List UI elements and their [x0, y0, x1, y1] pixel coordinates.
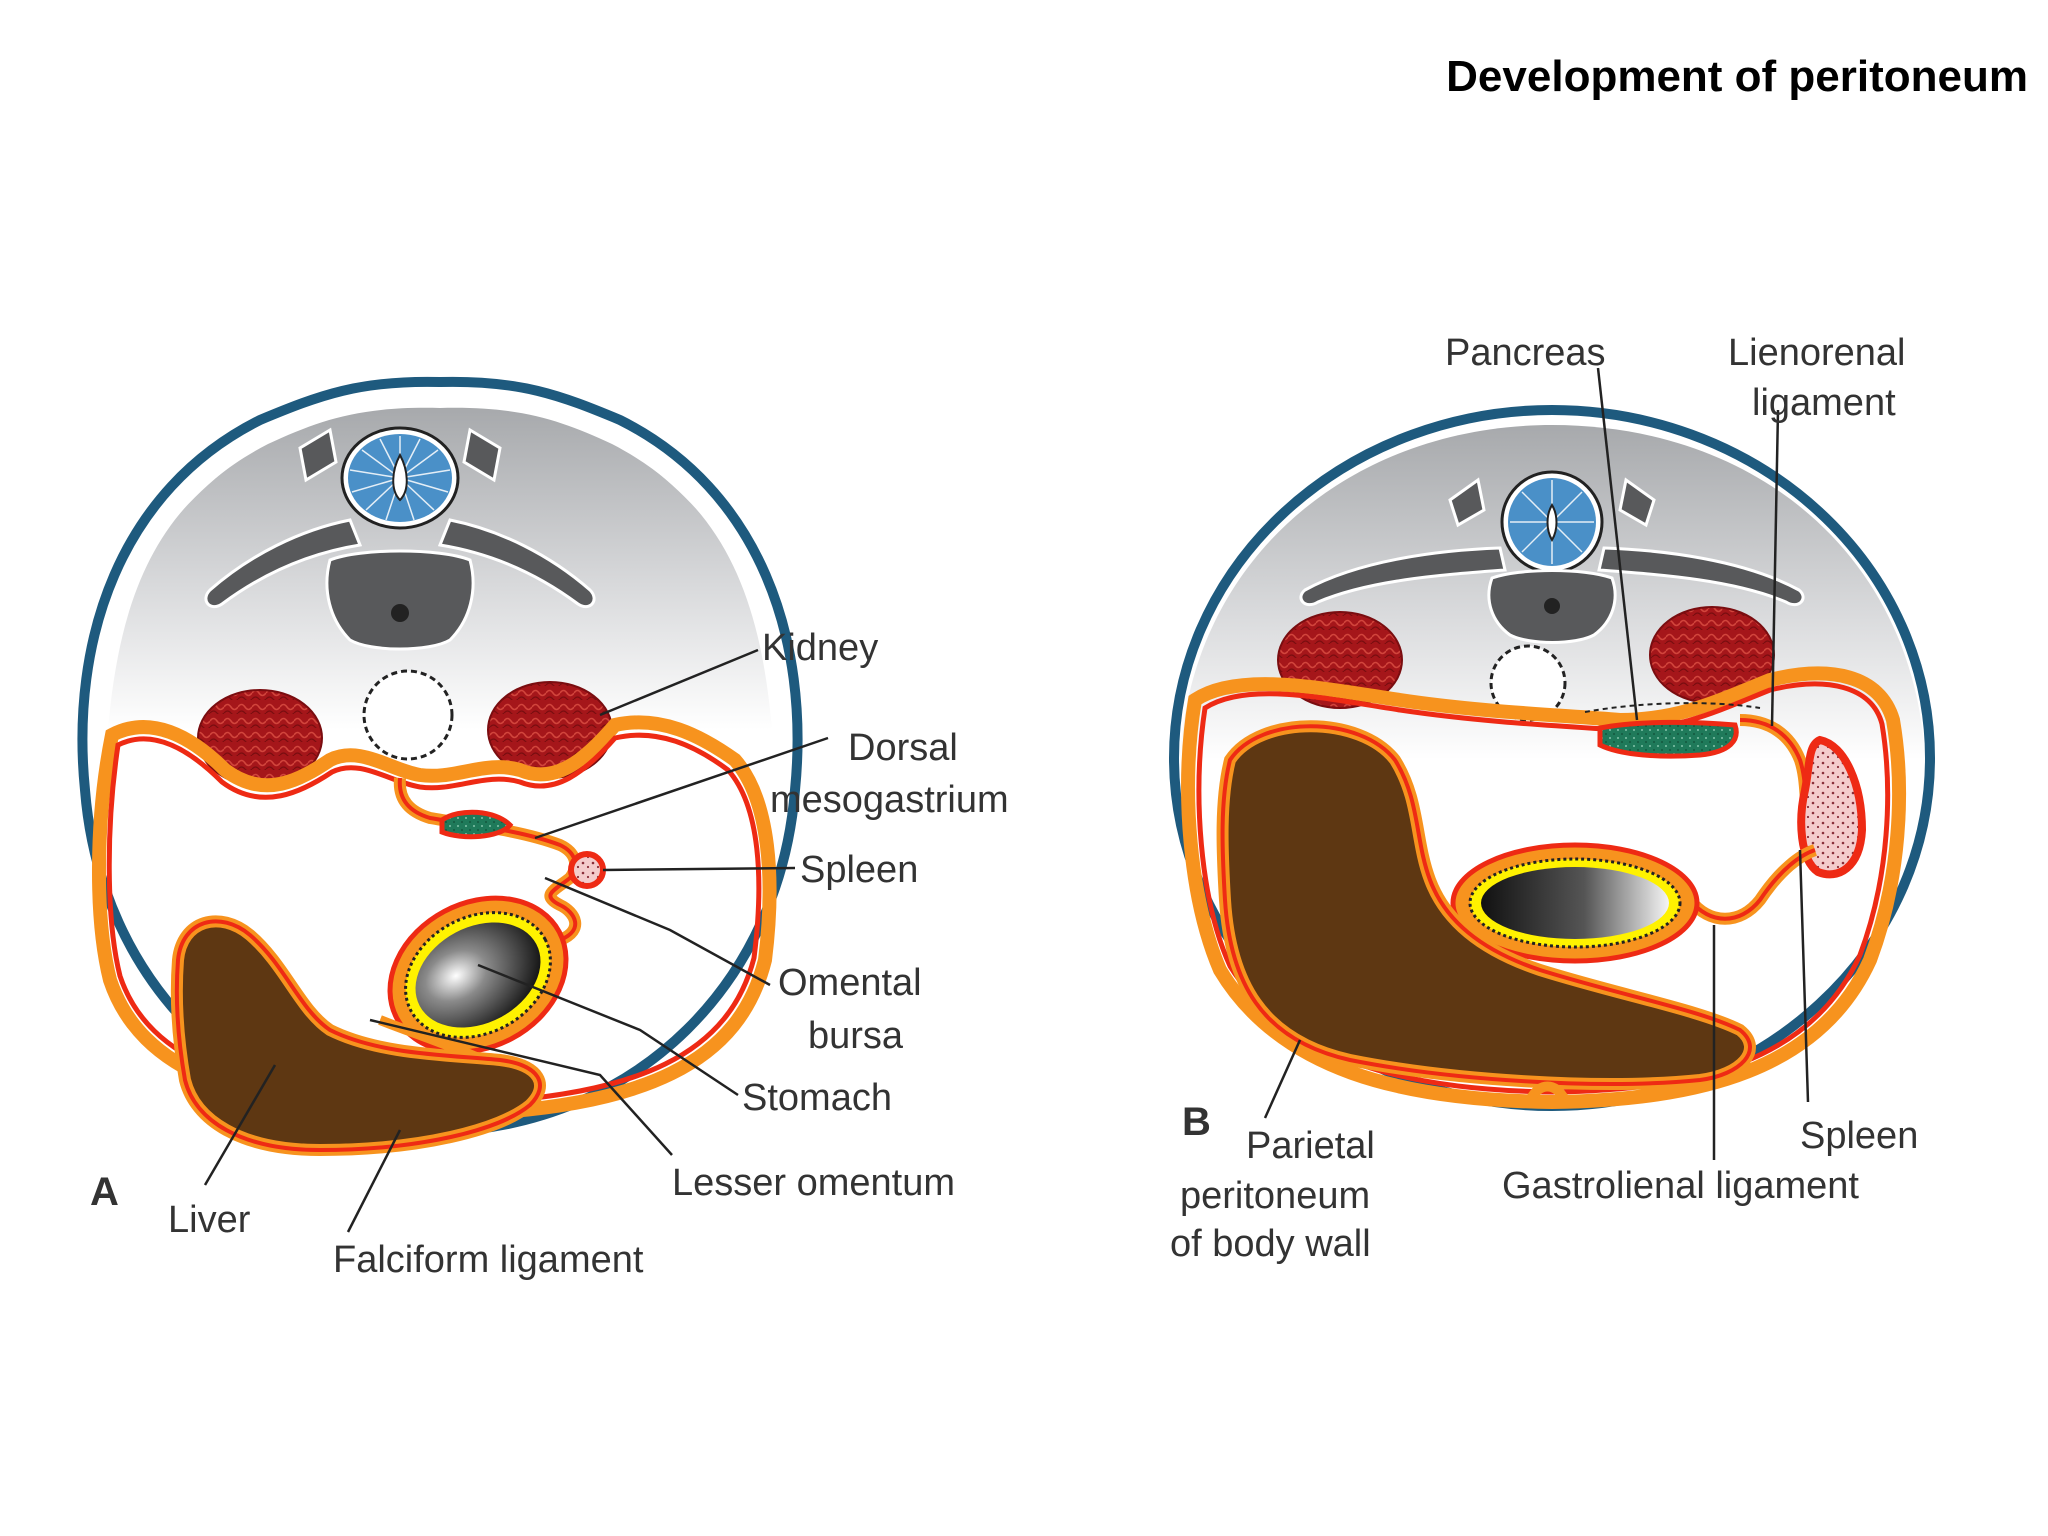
label-omental-a-1: Omental: [778, 962, 922, 1004]
label-lienorenal-b-2: ligament: [1752, 382, 1896, 424]
label-gastrolienal-b: Gastrolienal ligament: [1502, 1165, 1859, 1207]
label-liver-a: Liver: [168, 1199, 251, 1241]
label-kidney-a: Kidney: [762, 627, 878, 669]
aorta-a: [362, 669, 454, 761]
label-stomach-a: Stomach: [742, 1077, 892, 1119]
label-lienorenal-b-1: Lienorenal: [1728, 332, 1905, 374]
panel-letter-a: A: [90, 1170, 119, 1214]
parietal-peritoneum-b: [1181, 666, 1907, 1110]
aorta-b: [1489, 644, 1567, 722]
label-dorsal-a-2: mesogastrium: [770, 779, 1009, 821]
panel-letter-b: B: [1182, 1100, 1211, 1144]
label-spleen-b: Spleen: [1800, 1115, 1918, 1157]
spleen-a: [568, 851, 606, 889]
pancreas-a: [439, 809, 514, 840]
slide-title: Development of peritoneum: [1446, 52, 2028, 101]
label-spleen-a: Spleen: [800, 849, 918, 891]
spinal-cord-a: [340, 426, 460, 530]
label-omental-a-2: bursa: [808, 1015, 904, 1057]
label-parietal-b-3: of body wall: [1170, 1223, 1371, 1265]
label-parietal-b-2: peritoneum: [1180, 1175, 1370, 1217]
vertebra-b: [1299, 477, 1805, 644]
panel-b: Pancreas Lienorenal ligament Spleen Gast…: [1169, 332, 1935, 1265]
spleen-b: [1797, 735, 1867, 879]
pancreas-b: [1597, 719, 1739, 759]
label-pancreas-b: Pancreas: [1445, 332, 1606, 374]
stomach-b: [1450, 842, 1700, 964]
stomach-a: [387, 895, 569, 1055]
vertebra-a: [204, 427, 596, 651]
label-falciform-a: Falciform ligament: [333, 1239, 644, 1281]
label-parietal-b-1: Parietal: [1246, 1125, 1375, 1167]
label-dorsal-a-1: Dorsal: [848, 727, 958, 769]
label-lesser-omentum-a: Lesser omentum: [672, 1162, 955, 1204]
panel-a: Kidney Dorsal mesogastrium Spleen Omenta…: [77, 376, 1009, 1281]
spinal-cord-b: [1500, 470, 1604, 574]
